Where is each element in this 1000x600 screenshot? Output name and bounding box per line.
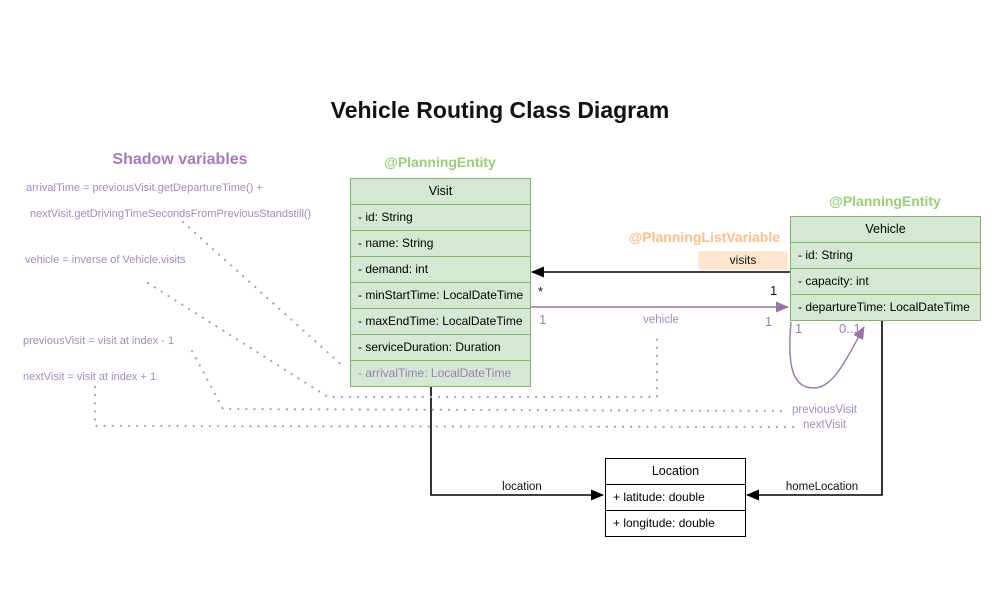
class-vehicle-name: Vehicle [791, 217, 980, 243]
visit-chain-mult-prev: 1 [795, 321, 803, 336]
home-location-arrow [746, 320, 883, 501]
shadow-line-arrivaltime-2: nextVisit.getDrivingTimeSecondsFromPrevi… [30, 208, 312, 220]
dotted-nextvisit-link [93, 385, 801, 429]
shadow-variables-heading: Shadow variables [112, 151, 248, 168]
visits-edge-label: visits [698, 251, 788, 270]
location-attr-latitude: + latitude: double [606, 485, 745, 511]
class-vehicle: Vehicle - id: String - capacity: int - d… [790, 216, 981, 321]
visits-mult-vehicle-end: 1 [770, 283, 778, 298]
visit-attr-arrivaltime: - arrivalTime: LocalDateTime [358, 366, 512, 380]
class-visit-name: Visit [351, 179, 530, 205]
shadow-line-vehicle: vehicle = inverse of Vehicle.visits [25, 254, 186, 266]
diagram-title: Vehicle Routing Class Diagram [330, 97, 670, 123]
visit-attr-minstarttime: - minStartTime: LocalDateTime [351, 283, 530, 309]
visits-mult-visit-end: * [538, 284, 544, 299]
class-location-name: Location [606, 459, 745, 485]
vehicle-planning-entity-annotation: @PlanningEntity [829, 193, 941, 209]
shadow-dotted-connectors [93, 220, 801, 429]
vehicle-attr-departuretime: - departureTime: LocalDateTime [798, 300, 970, 314]
vehicle-mult-visit-end: 1 [539, 312, 547, 327]
dotted-arrivaltime-link [181, 220, 347, 370]
visit-attr-name: - name: String [351, 231, 530, 257]
location-arrow [430, 386, 604, 501]
shadow-line-previousvisit: previousVisit = visit at index - 1 [23, 335, 175, 347]
location-attr-longitude: + longitude: double [613, 516, 715, 530]
nextvisit-edge-label: nextVisit [803, 419, 847, 431]
vehicle-attr-id: - id: String [791, 243, 980, 269]
home-location-edge-label: homeLocation [785, 481, 859, 493]
visit-chain-loop-arrow [789, 321, 865, 389]
shadow-line-arrivaltime: arrivalTime = previousVisit.getDeparture… [26, 182, 263, 194]
shadow-line-nextvisit: nextVisit = visit at index + 1 [23, 371, 157, 383]
visit-attr-id: - id: String [351, 205, 530, 231]
planning-list-variable-annotation: @PlanningListVariable [628, 229, 780, 245]
visit-attr-serviceduration: - serviceDuration: Duration [351, 335, 530, 361]
location-edge-label: location [502, 481, 542, 493]
vehicle-mult-vehicle-end: 1 [765, 314, 773, 329]
vehicle-edge-label: vehicle [643, 314, 679, 326]
previousvisit-edge-label: previousVisit [792, 404, 857, 416]
vehicle-attr-capacity: - capacity: int [791, 269, 980, 295]
visit-attr-maxendtime: - maxEndTime: LocalDateTime [351, 309, 530, 335]
class-visit: Visit - id: String - name: String - dema… [350, 178, 531, 387]
visit-attr-demand: - demand: int [351, 257, 530, 283]
visit-chain-mult-next: 0..1 [839, 321, 861, 336]
class-location: Location + latitude: double + longitude:… [605, 458, 746, 537]
dotted-previousvisit-link [190, 349, 788, 413]
visit-planning-entity-annotation: @PlanningEntity [384, 154, 496, 170]
